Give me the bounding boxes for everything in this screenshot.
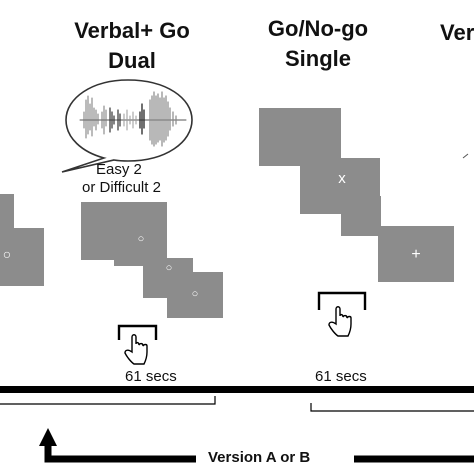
- circle-stimulus-3: ○: [191, 288, 199, 300]
- dual-screen-4: [167, 272, 223, 318]
- single-duration-bracket: [310, 403, 474, 412]
- plus-stimulus: +: [411, 246, 421, 263]
- single-screen-1: [259, 108, 341, 166]
- dual-duration-label: 61 secs: [125, 368, 177, 385]
- single-screen-4: [378, 226, 454, 282]
- timeline-bar: [0, 386, 474, 393]
- single-response-button-icon: [317, 291, 367, 310]
- right-partial-title: Ver: [440, 20, 474, 45]
- single-title-line2: Single: [284, 46, 351, 71]
- dual-response-button-icon: [117, 324, 158, 340]
- dual-duration-bracket: [0, 396, 216, 405]
- cross-stimulus: x: [338, 170, 346, 187]
- single-screen-3: [341, 196, 381, 236]
- right-partial-mark: [462, 153, 469, 159]
- stimulus-screen-left-partial: [0, 194, 14, 236]
- dual-title-line1: Verbal+ Go: [74, 18, 190, 43]
- bubble-text-line1: Easy 2: [96, 161, 142, 178]
- version-arrow-line-left: [44, 444, 196, 463]
- bubble-text-line2: or Difficult 2: [82, 179, 161, 196]
- circle-stimulus-1: ○: [137, 233, 145, 245]
- version-arrow-head-icon: [39, 428, 57, 446]
- dual-title-line2: Dual: [108, 48, 156, 73]
- single-duration-label: 61 secs: [315, 368, 367, 385]
- single-hand-pointer-icon: [328, 306, 352, 337]
- audio-waveform-icon: [79, 91, 187, 147]
- circle-stimulus-2: ○: [165, 262, 173, 274]
- version-label: Version A or B: [208, 449, 311, 466]
- stimulus-screen-left-partial-2: [0, 228, 44, 286]
- dual-hand-pointer-icon: [124, 334, 148, 365]
- single-title-line1: Go/No-go: [267, 16, 369, 41]
- circle-stimulus-left: ○: [2, 246, 12, 262]
